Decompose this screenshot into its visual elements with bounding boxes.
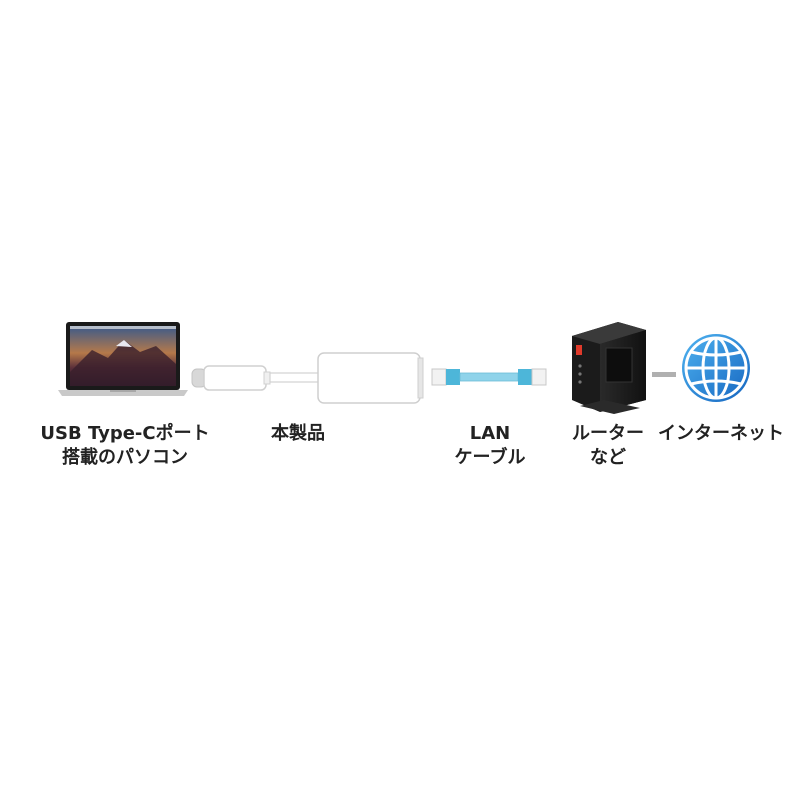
internet-label-line1: インターネット — [658, 423, 784, 444]
adapter-cable — [269, 372, 323, 383]
router-icon — [572, 322, 646, 414]
laptop-icon — [58, 322, 188, 396]
lan-cable-label: LAN ケーブル — [440, 422, 540, 470]
lan-cable-icon — [431, 368, 547, 386]
adapter-body-icon — [317, 352, 424, 404]
pc-label-line2: 搭載のパソコン — [62, 447, 188, 468]
internet-label: インターネット — [656, 422, 786, 446]
product-label-line1: 本製品 — [271, 423, 325, 444]
pc-label-line1: USB Type-Cポート — [40, 423, 210, 444]
usb-c-plug-icon — [191, 365, 271, 391]
product-label: 本製品 — [248, 422, 348, 446]
connector-line — [652, 372, 676, 377]
router-label: ルーター など — [558, 422, 658, 470]
router-label-line1: ルーター — [572, 423, 644, 444]
router-label-line2: など — [590, 447, 626, 468]
globe-icon — [682, 334, 750, 402]
lan-cable-label-line1: LAN — [469, 423, 511, 444]
pc-label: USB Type-Cポート 搭載のパソコン — [20, 422, 230, 470]
lan-cable-label-line2: ケーブル — [454, 447, 526, 468]
